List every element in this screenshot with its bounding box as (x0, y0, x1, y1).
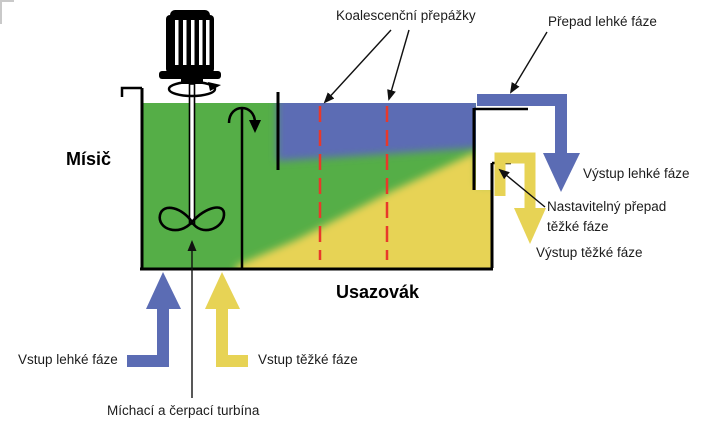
heavy-phase-region (236, 152, 492, 269)
motor-flange (159, 71, 221, 79)
tank-liquid-fills (142, 103, 492, 269)
heavy-phase-outlet-pipe-arrow (494, 152, 546, 244)
label-heavy-phase-outlet: Výstup těžké fáze (536, 245, 643, 260)
label-adjustable-weir-line1: Nastavitelný přepad (547, 199, 667, 214)
left-rim-lip (120, 86, 142, 97)
light-phase-inlet-arrow (127, 272, 181, 367)
pointer-adjustable-weir (498, 168, 546, 208)
light-phase-region (277, 103, 480, 161)
scan-corner-artifact (0, 0, 14, 24)
label-light-phase-overflow: Přepad lehké fáze (548, 14, 657, 29)
pointer-light-overflow (509, 31, 548, 94)
annotation-arrows (187, 29, 548, 398)
label-turbine: Míchací a čerpací turbína (107, 403, 260, 418)
label-settler-section: Usazovák (336, 282, 420, 302)
rotation-arrow-icon (167, 80, 221, 98)
label-coalescence-baffles: Koalescenční přepážky (336, 8, 476, 23)
pointer-coalescence-2 (387, 29, 410, 101)
label-adjustable-weir-line2: těžké fáze (547, 219, 609, 234)
flow-over-arrow-icon (227, 106, 261, 133)
label-light-phase-outlet: Výstup lehké fáze (583, 166, 690, 181)
impeller-icon (158, 206, 226, 232)
heavy-phase-inlet-arrow (205, 272, 248, 367)
motor-icon (159, 10, 221, 84)
tank-outline (120, 86, 528, 271)
light-phase-outlet-pipe-arrow (477, 94, 580, 192)
label-light-phase-inlet: Vstup lehké fáze (18, 352, 118, 367)
pointer-coalescence-1 (323, 29, 392, 104)
label-adjustable-weir: Nastavitelný přepad těžké fáze (547, 197, 666, 237)
label-heavy-phase-inlet: Vstup těžké fáze (258, 352, 358, 367)
mixer-shaft (188, 83, 196, 225)
label-mixer-section: Mísič (66, 149, 112, 169)
